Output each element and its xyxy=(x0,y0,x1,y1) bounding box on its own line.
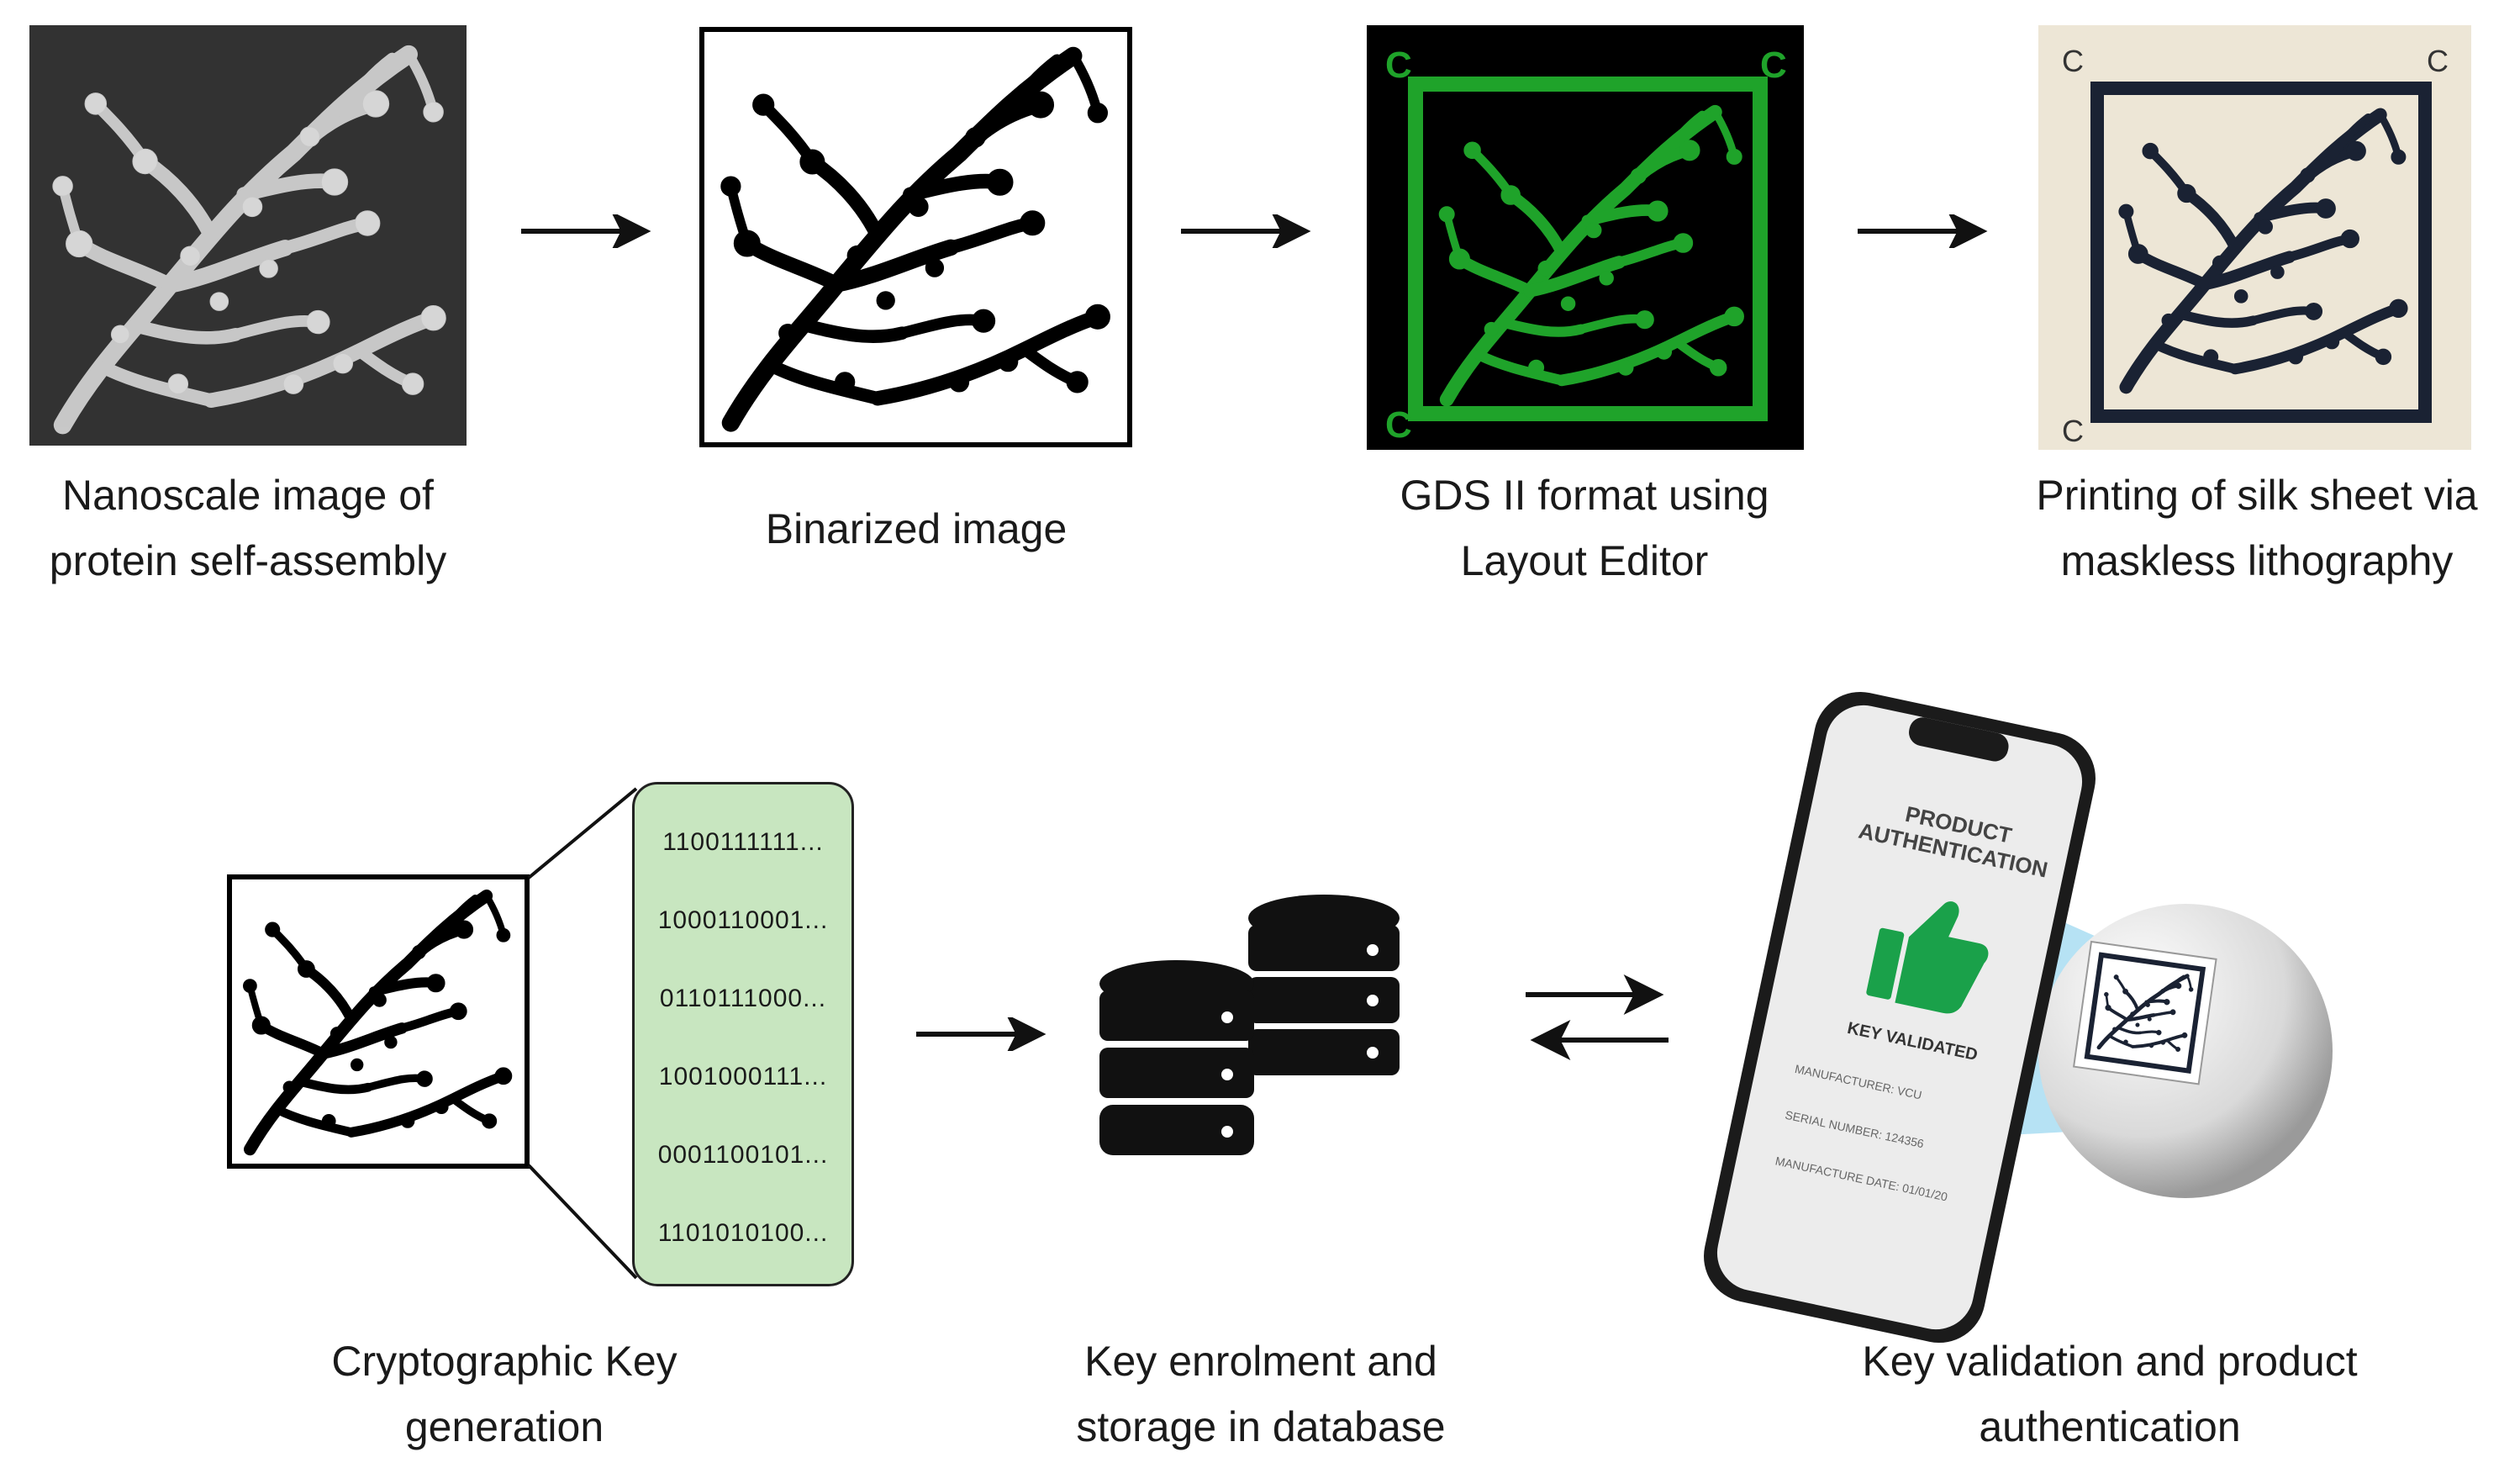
database-icon xyxy=(1093,891,1412,1181)
binary-key-box: 1100111111... 1000110001... 0110111000..… xyxy=(632,782,854,1286)
caption-silk-line1: Printing of silk sheet via xyxy=(2036,472,2478,519)
gds-marker-tl: C xyxy=(1385,45,1412,86)
caption-silk-line2: maskless lithography xyxy=(2060,537,2454,584)
silk-marker-tr: C xyxy=(2427,44,2449,78)
phone-scene xyxy=(1690,689,2345,1345)
arrow-3 xyxy=(1853,211,1996,252)
arrow-1 xyxy=(517,211,660,252)
phone-field-date: MANUFACTURE DATE: 01/01/20 xyxy=(1774,1154,1949,1204)
phone-field-serial: SERIAL NUMBER: 124356 xyxy=(1784,1107,1926,1151)
caption-nanoscale: Nanoscale image of protein self-assembly xyxy=(13,462,483,594)
binary-key-line-3: 0110111000... xyxy=(659,985,827,1012)
thumbs-up-icon xyxy=(1861,876,2002,1024)
gds-layout-image: C C C xyxy=(1367,25,1804,450)
caption-nanoscale-line2: protein self-assembly xyxy=(49,537,447,584)
caption-binarized-line1: Binarized image xyxy=(765,505,1068,552)
caption-enrolment: Key enrolment and storage in database xyxy=(1009,1328,1513,1460)
caption-gds: GDS II format using Layout Editor xyxy=(1349,462,1820,594)
caption-nanoscale-line1: Nanoscale image of xyxy=(62,472,434,519)
zoom-lines xyxy=(525,774,643,1299)
phone-field-manufacturer: MANUFACTURER: VCU xyxy=(1793,1061,1923,1102)
caption-silk: Printing of silk sheet via maskless lith… xyxy=(2001,462,2513,594)
caption-keygen-line2: generation xyxy=(404,1403,604,1450)
binary-key-line-4: 1001000111... xyxy=(658,1063,828,1090)
binary-key-line-6: 1101010100... xyxy=(657,1219,829,1247)
caption-validation-line1: Key validation and product xyxy=(1862,1338,2358,1385)
arrow-2 xyxy=(1177,211,1320,252)
binary-key-line-1: 1100111111... xyxy=(662,828,824,856)
caption-keygen: Cryptographic Key generation xyxy=(252,1328,757,1460)
binarized-image xyxy=(699,27,1132,447)
caption-enrolment-line2: storage in database xyxy=(1076,1403,1446,1450)
silk-marker-tl: C xyxy=(2062,44,2084,78)
arrow-4 xyxy=(912,1014,1055,1055)
caption-validation: Key validation and product authenticatio… xyxy=(1807,1328,2412,1460)
caption-binarized: Binarized image xyxy=(681,496,1152,562)
binary-key-line-2: 1000110001... xyxy=(657,906,829,934)
caption-gds-line1: GDS II format using xyxy=(1400,472,1769,519)
silk-print-image: C C C xyxy=(2038,25,2471,450)
caption-validation-line2: authentication xyxy=(1979,1403,2241,1450)
silk-marker-bl: C xyxy=(2062,414,2084,448)
phone-screen: PRODUCT AUTHENTICATION KEY VALIDATED MAN… xyxy=(1733,753,2092,1332)
gds-marker-tr: C xyxy=(1760,45,1787,86)
bidirectional-arrows xyxy=(1521,971,1673,1068)
caption-keygen-line1: Cryptographic Key xyxy=(331,1338,677,1385)
binary-key-line-5: 0001100101... xyxy=(657,1141,829,1169)
nanoscale-image xyxy=(29,25,467,446)
caption-enrolment-line1: Key enrolment and xyxy=(1084,1338,1437,1385)
key-source-image xyxy=(227,874,530,1169)
caption-gds-line2: Layout Editor xyxy=(1460,537,1709,584)
gds-marker-bl: C xyxy=(1385,404,1412,446)
